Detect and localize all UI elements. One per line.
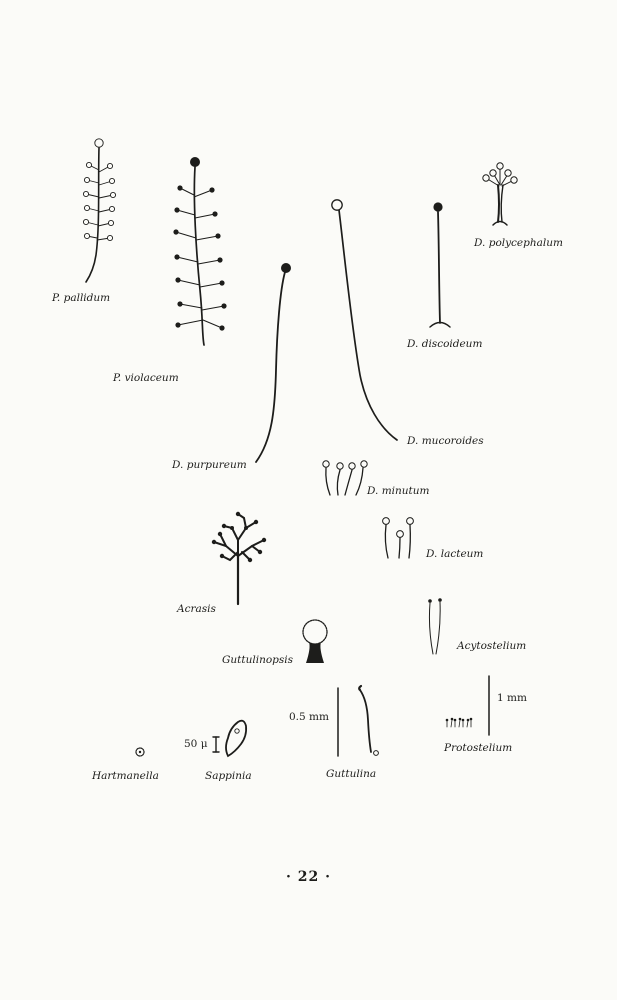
label-acytostelium: Acytostelium xyxy=(457,640,527,652)
hartmanella-drawing xyxy=(135,747,145,757)
label-guttulina: Guttulina xyxy=(326,768,377,780)
d-lacteum-drawing xyxy=(382,517,414,559)
label-sappinia: Sappinia xyxy=(205,770,252,782)
label-d-mucoroides: D. mucoroides xyxy=(407,435,484,447)
acrasis-drawing xyxy=(211,511,267,606)
label-d-discoideum: D. discoideum xyxy=(407,338,483,350)
label-guttulinopsis: Guttulinopsis xyxy=(222,654,294,666)
label-p-violaceum: P. violaceum xyxy=(113,372,179,384)
label-d-purpureum: D. purpureum xyxy=(172,459,247,471)
sappinia-drawing xyxy=(225,719,248,758)
label-hartmanella: Hartmanella xyxy=(92,770,159,782)
d-polycephalum-drawing xyxy=(482,162,518,226)
page-number: · 22 · xyxy=(286,869,331,885)
label-p-pallidum: P. pallidum xyxy=(52,292,111,304)
label-acrasis: Acrasis xyxy=(177,603,216,615)
p-violaceum-drawing xyxy=(173,157,227,346)
label-d-lacteum: D. lacteum xyxy=(426,548,484,560)
label-d-minutum: D. minutum xyxy=(367,485,430,497)
label-d-polycephalum: D. polycephalum xyxy=(474,237,563,249)
scale-bar-50-micron xyxy=(212,736,220,753)
scale-label-1mm: 1 mm xyxy=(497,692,527,704)
acytostelium-drawing xyxy=(428,598,442,655)
guttulina-drawing xyxy=(358,684,379,756)
d-mucoroides-drawing xyxy=(331,199,398,441)
scale-label-50-micron: 50 μ xyxy=(184,738,208,750)
d-discoideum-drawing xyxy=(429,202,451,328)
label-protostelium: Protostelium xyxy=(444,742,513,754)
d-minutum-drawing xyxy=(322,460,368,496)
p-pallidum-drawing xyxy=(82,138,117,283)
scale-label-0-5mm: 0.5 mm xyxy=(289,711,329,723)
guttulinopsis-drawing xyxy=(302,619,328,663)
protostelium-drawing xyxy=(445,717,473,728)
d-purpureum-drawing xyxy=(255,263,291,463)
